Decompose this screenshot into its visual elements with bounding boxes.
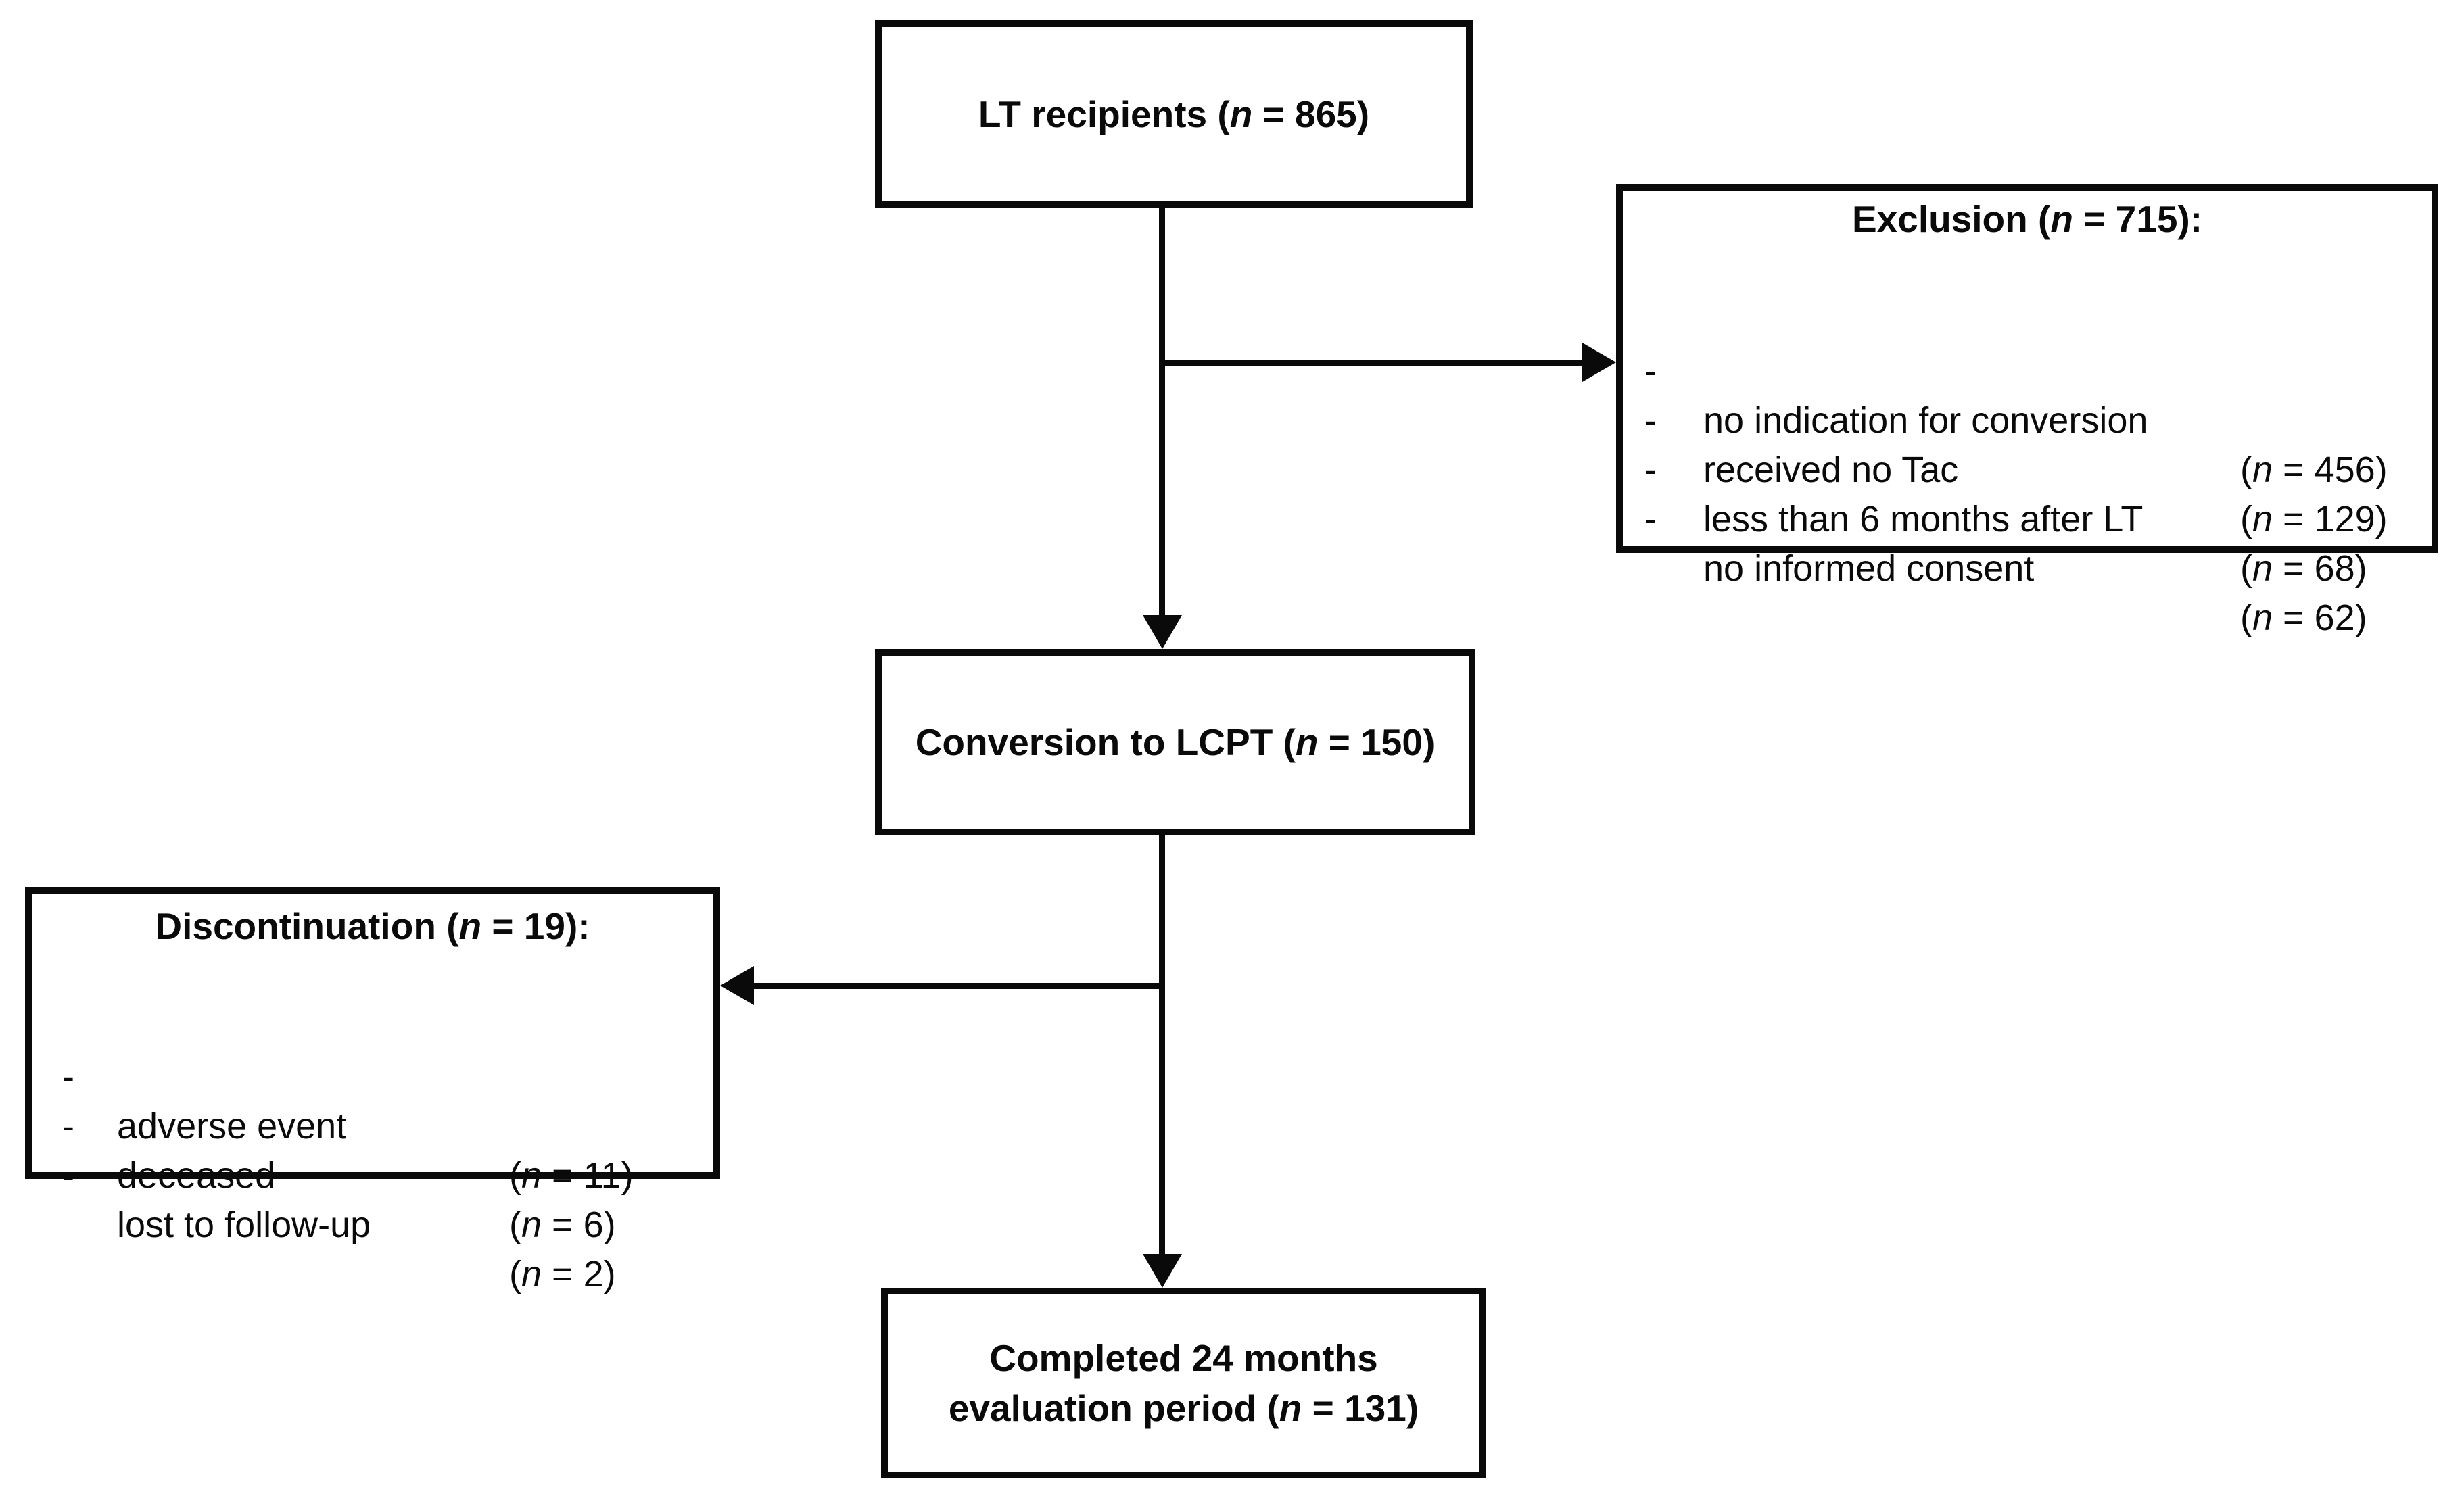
count-n-var: n	[2252, 598, 2273, 638]
count-rest: = 11)	[542, 1155, 634, 1196]
bullet-dash: -	[62, 1106, 74, 1146]
node-conversion: Conversion to LCPT (n = 150)	[875, 649, 1475, 835]
title-line2-rest: = 131)	[1302, 1387, 1419, 1429]
node-lt-recipients: LT recipients (n = 865)	[875, 20, 1473, 208]
title-rest: = 150)	[1318, 721, 1436, 763]
node-conversion-title: Conversion to LCPT (n = 150)	[916, 717, 1436, 767]
title-n-var: n	[1295, 721, 1319, 763]
bullet-dash: -	[1644, 351, 1657, 391]
count-n-var: n	[2252, 548, 2273, 589]
title-prefix: LT recipients (	[978, 93, 1230, 135]
connector-lt-to-conversion	[1159, 208, 1165, 616]
count-rest: = 129)	[2273, 499, 2388, 539]
bullet-dash: -	[62, 1057, 74, 1097]
exclusion-item-row: - less than 6 months after LT (n = 68)	[1623, 396, 2432, 589]
count-open: (	[2240, 450, 2252, 490]
item-count: (n = 2)	[509, 1250, 616, 1299]
arrowhead-into-completed	[1143, 1254, 1182, 1288]
bullet-dash: -	[1644, 400, 1657, 441]
arrowhead-into-exclusion	[1582, 343, 1616, 382]
count-rest: = 456)	[2273, 450, 2388, 490]
item-count: (n = 6)	[509, 1201, 616, 1250]
connector-conversion-to-completed	[1159, 835, 1165, 1255]
count-rest: = 62)	[2273, 598, 2367, 638]
title-line2-prefix: evaluation period (	[948, 1387, 1279, 1429]
title-n-var: n	[458, 905, 482, 947]
count-open: (	[509, 1205, 521, 1245]
node-exclusion: Exclusion (n = 715): - no indication for…	[1616, 184, 2438, 638]
title-n-var: n	[2050, 198, 2073, 240]
count-n-var: n	[521, 1155, 542, 1196]
count-rest: = 6)	[542, 1205, 616, 1245]
item-count: (n = 129)	[2240, 495, 2388, 544]
count-rest: = 2)	[542, 1254, 616, 1294]
node-lt-recipients-title: LT recipients (n = 865)	[978, 89, 1369, 139]
count-n-var: n	[2252, 499, 2273, 539]
title-line1: Completed 24 months	[989, 1337, 1378, 1379]
item-label: less than 6 months after LT	[1703, 499, 2143, 539]
item-label: received no Tac	[1703, 450, 1959, 490]
item-count: (n = 62)	[2240, 593, 2367, 643]
count-open: (	[509, 1254, 521, 1294]
count-open: (	[2240, 548, 2252, 589]
title-n-var: n	[1279, 1387, 1302, 1429]
count-n-var: n	[521, 1254, 542, 1294]
exclusion-item-row: - received no Tac (n = 129)	[1623, 347, 2432, 539]
item-label: no indication for conversion	[1703, 400, 2148, 441]
title-prefix: Conversion to LCPT (	[915, 721, 1296, 763]
arrowhead-into-conversion	[1143, 615, 1182, 649]
item-count: (n = 456)	[2240, 445, 2388, 495]
spacer	[1623, 244, 2432, 297]
spacer	[32, 951, 713, 1003]
item-count: (n = 11)	[509, 1151, 634, 1201]
title-n-var: n	[1229, 93, 1253, 135]
discontinuation-item-row: - adverse event (n = 11)	[32, 1003, 713, 1196]
item-label: lost to follow-up	[117, 1205, 371, 1245]
arrowhead-into-discontinuation	[720, 966, 754, 1005]
item-label: deceased	[117, 1155, 276, 1196]
title-prefix: Exclusion (	[1851, 198, 2051, 240]
count-open: (	[2240, 598, 2252, 638]
title-rest: = 19):	[481, 905, 590, 947]
title-prefix: Discontinuation (	[155, 905, 459, 947]
count-open: (	[509, 1155, 521, 1196]
exclusion-item-row: - no informed consent (n = 62)	[1623, 445, 2432, 638]
node-exclusion-title: Exclusion (n = 715):	[1623, 191, 2432, 244]
count-open: (	[2240, 499, 2252, 539]
title-rest: = 865)	[1252, 93, 1370, 135]
exclusion-item-row: - no indication for conversion (n = 456)	[1623, 297, 2432, 490]
bullet-dash: -	[1644, 499, 1657, 539]
node-discontinuation-title: Discontinuation (n = 19):	[32, 894, 713, 951]
discontinuation-item-row: - lost to follow-up (n = 2)	[32, 1102, 713, 1294]
item-count: (n = 68)	[2240, 544, 2367, 593]
item-label: adverse event	[117, 1106, 347, 1146]
connector-branch-to-exclusion	[1162, 360, 1586, 366]
count-rest: = 68)	[2273, 548, 2367, 589]
count-n-var: n	[2252, 450, 2273, 490]
node-discontinuation: Discontinuation (n = 19): - adverse even…	[25, 887, 720, 1294]
item-label: no informed consent	[1703, 548, 2035, 589]
bullet-dash: -	[1644, 450, 1657, 490]
bullet-dash: -	[62, 1155, 74, 1196]
title-rest: = 715):	[2072, 198, 2203, 240]
count-n-var: n	[521, 1205, 542, 1245]
discontinuation-item-row: - deceased (n = 6)	[32, 1052, 713, 1245]
connector-branch-to-discontinuation	[753, 983, 1165, 989]
